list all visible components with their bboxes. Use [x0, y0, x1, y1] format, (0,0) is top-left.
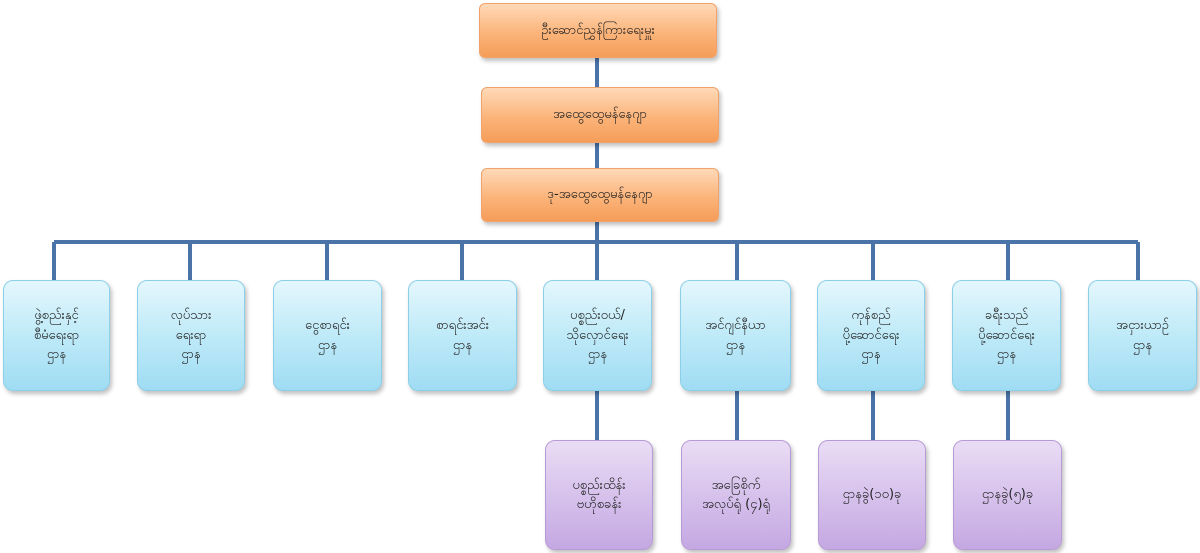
department-label: ငွေစာရင်း ဌာန	[305, 318, 350, 353]
department-box: ပစ္စည်းဝယ်/ သိုလှောင်ရေး ဌာန	[543, 280, 652, 391]
sub-unit-label: ဌာနခွဲ(၅)ခု	[981, 487, 1034, 503]
managing-director-label: ဦးဆောင်ညွှန်ကြားရေးမှူး	[541, 22, 655, 38]
department-label: ကုန်စည် ပို့ဆောင်ရေး ဌာန	[842, 308, 900, 363]
sub-unit-box: ပစ္စည်းထိန်း ဗဟိုစခန်း	[545, 440, 653, 550]
deputy-general-manager-label: ဒု-အထွေထွေမန်နေဂျာ	[547, 187, 653, 203]
department-box: လုပ်သား ရေးရာ ဌာန	[137, 280, 245, 391]
department-label: အင်ဂျင်နီယာ ဌာန	[705, 318, 766, 353]
department-box: ဖွဲ့စည်းနှင့် စီမံရေးရာ ဌာန	[3, 280, 110, 391]
general-manager-label: အထွေထွေမန်နေဂျာ	[553, 107, 647, 123]
sub-unit-label: ပစ္စည်းထိန်း ဗဟိုစခန်း	[572, 477, 626, 513]
managing-director-box: ဦးဆောင်ညွှန်ကြားရေးမှူး	[479, 3, 717, 58]
department-box: အင်ဂျင်နီယာ ဌာန	[680, 280, 791, 391]
department-box: စာရင်းအင်း ဌာန	[408, 280, 517, 391]
sub-unit-box: ဌာနခွဲ(၁၀)ခု	[818, 440, 926, 550]
department-label: ဖွဲ့စည်းနှင့် စီမံရေးရာ ဌာန	[33, 308, 80, 363]
department-label: အငှားယာဉ် ဌာန	[1116, 318, 1169, 353]
general-manager-box: အထွေထွေမန်နေဂျာ	[481, 87, 719, 143]
department-label: ပစ္စည်းဝယ်/ သိုလှောင်ရေး ဌာန	[566, 308, 629, 363]
sub-unit-label: ဌာနခွဲ(၁၀)ခု	[842, 487, 902, 503]
sub-unit-box: ဌာနခွဲ(၅)ခု	[953, 440, 1062, 550]
sub-unit-label: အခြေစိုက် အလုပ်ရုံ (၄)ရုံ	[701, 477, 771, 513]
department-box: ကုန်စည် ပို့ဆောင်ရေး ဌာန	[817, 280, 925, 391]
department-label: စာရင်းအင်း ဌာန	[435, 318, 490, 353]
department-label: ခရီးသည် ပို့ဆောင်ရေး ဌာန	[978, 308, 1035, 363]
department-box: ခရီးသည် ပို့ဆောင်ရေး ဌာန	[952, 280, 1061, 391]
department-label: လုပ်သား ရေးရာ ဌာန	[170, 308, 212, 363]
sub-unit-box: အခြေစိုက် အလုပ်ရုံ (၄)ရုံ	[681, 440, 791, 550]
department-box: ငွေစာရင်း ဌာန	[273, 280, 382, 391]
department-box: အငှားယာဉ် ဌာန	[1088, 280, 1197, 391]
deputy-general-manager-box: ဒု-အထွေထွေမန်နေဂျာ	[481, 168, 719, 222]
